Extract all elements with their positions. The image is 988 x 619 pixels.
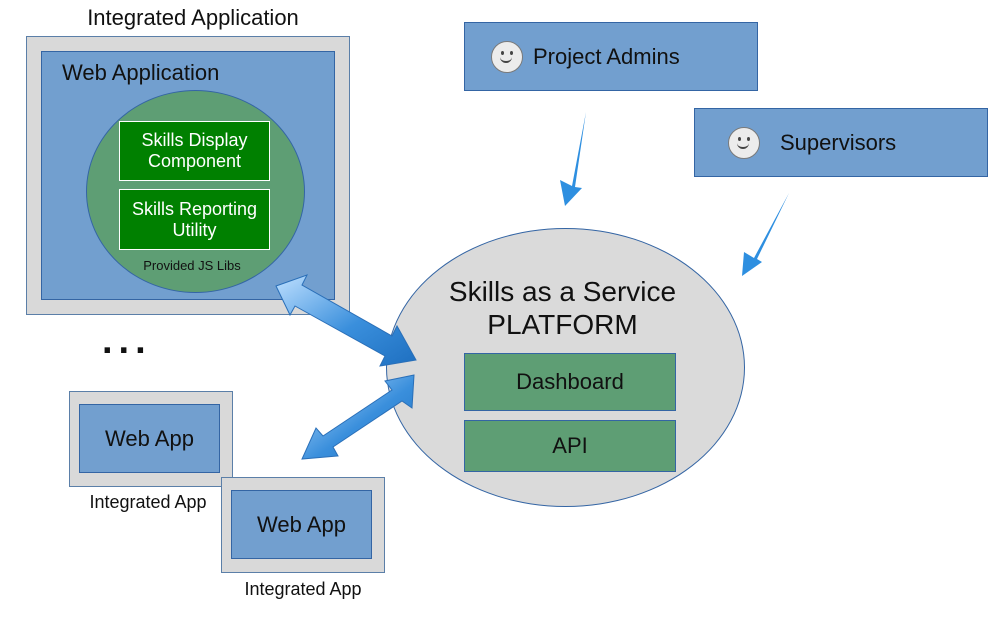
dashboard-label: Dashboard: [516, 369, 624, 394]
skills-display-component-box: Skills Display Component: [119, 121, 270, 181]
project-admins-label: Project Admins: [533, 43, 680, 69]
api-label: API: [552, 433, 588, 458]
platform-title-line1: Skills as a Service: [448, 276, 677, 307]
web-app-box-2: Web App: [231, 490, 372, 559]
supervisors-to-platform-arrow-icon: [742, 193, 789, 276]
project-admins-box: Project Admins: [464, 22, 758, 91]
skills-display-component-label: Skills Display Component: [141, 130, 248, 171]
admins-to-platform-arrow-icon: [560, 112, 586, 206]
api-box: API: [464, 420, 676, 472]
web-application-title: Web Application: [62, 60, 220, 85]
skills-reporting-utility-label: Skills Reporting Utility: [131, 198, 258, 240]
supervisors-label: Supervisors: [780, 129, 897, 155]
dashboard-box: Dashboard: [464, 353, 676, 411]
skills-reporting-utility-box: Skills Reporting Utility: [119, 189, 270, 250]
integrated-application-title: Integrated Application: [87, 5, 299, 30]
web-app-label-2: Web App: [257, 511, 346, 537]
platform-title: Skills as a Service PLATFORM: [420, 275, 705, 341]
integrated-app-caption-2: Integrated App: [244, 579, 362, 599]
web-app-box-1: Web App: [79, 404, 220, 473]
smallapp-platform-double-arrow-icon: [301, 374, 415, 460]
platform-title-line2: PLATFORM: [487, 309, 638, 340]
more-apps-ellipsis: ...: [102, 320, 152, 362]
webapp-platform-double-arrow-icon: [275, 274, 417, 367]
web-app-label-1: Web App: [105, 425, 194, 451]
supervisors-box: Supervisors: [694, 108, 988, 177]
provided-js-libs-label: Provided JS Libs: [143, 258, 241, 273]
integrated-app-caption-1: Integrated App: [89, 492, 207, 512]
smiley-icon: [728, 126, 760, 159]
smiley-icon: [491, 40, 523, 73]
